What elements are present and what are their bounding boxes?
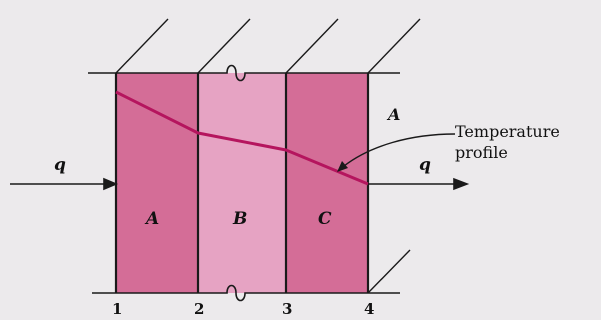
heat-flow-in-arrowhead: [103, 177, 119, 191]
heat-flow-in-label: q: [54, 155, 66, 175]
perspective-line-1: [115, 18, 169, 74]
perspective-line-bottom: [367, 249, 411, 294]
annotation-line-1: Temperature: [455, 122, 560, 141]
heat-flow-out-arrowhead: [453, 177, 470, 191]
heat-flow-out-label: q: [419, 155, 431, 175]
interface-label-3: 3: [282, 300, 292, 318]
top-boundary-line: [88, 64, 400, 82]
layer-c-fill: [286, 73, 368, 293]
bottom-boundary-line: [92, 284, 400, 302]
interface-label-4: 4: [364, 300, 374, 318]
interface-label-2: 2: [194, 300, 204, 318]
perspective-line-3: [285, 18, 339, 74]
perspective-line-2: [197, 18, 251, 74]
temperature-profile-line: [115, 90, 369, 186]
annotation-leader-arrowhead: [337, 161, 348, 172]
layer-b-fill: [198, 73, 286, 293]
layer-a-fill: [116, 73, 198, 293]
annotation-line-2: profile: [455, 143, 508, 162]
layer-c-label: C: [318, 209, 332, 229]
interface-label-1: 1: [112, 300, 122, 318]
surface-area-label: A: [386, 105, 400, 124]
layer-b-label: B: [232, 209, 247, 229]
perspective-line-4: [367, 18, 421, 74]
annotation-leader: [343, 133, 456, 167]
layer-a-label: A: [144, 209, 159, 229]
